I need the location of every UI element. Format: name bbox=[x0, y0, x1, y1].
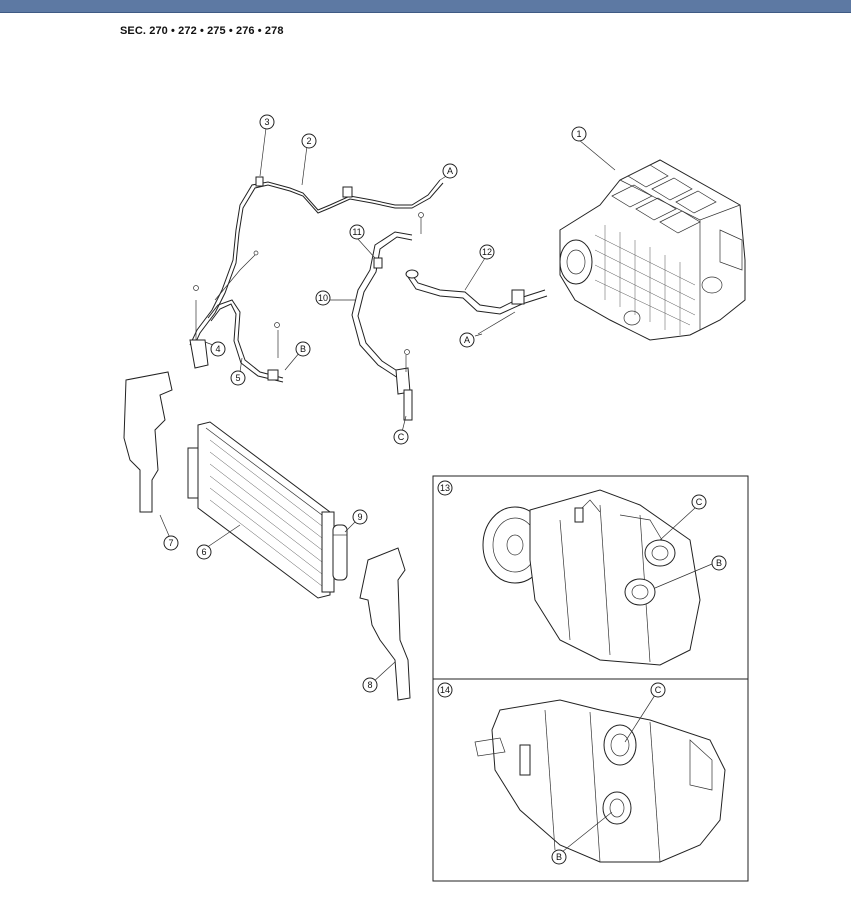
svg-text:5: 5 bbox=[235, 373, 240, 383]
callout-3: 3 bbox=[259, 114, 275, 130]
high-pressure-hose-10 bbox=[351, 212, 424, 421]
callout-5: 5 bbox=[230, 370, 246, 386]
inset-13-number: 13 bbox=[437, 480, 453, 496]
window-title-bar bbox=[0, 0, 851, 13]
flexible-hose-5 bbox=[189, 285, 284, 383]
low-pressure-pipe bbox=[189, 176, 444, 349]
callout-4: 4 bbox=[210, 341, 226, 357]
liquid-tank bbox=[332, 524, 348, 581]
svg-text:B: B bbox=[556, 852, 562, 862]
svg-text:4: 4 bbox=[215, 344, 220, 354]
callout-1: 1 bbox=[571, 126, 587, 142]
svg-text:3: 3 bbox=[264, 117, 269, 127]
air-guide-8 bbox=[359, 547, 411, 701]
inset-14-port-b: B bbox=[551, 849, 567, 865]
svg-text:B: B bbox=[300, 344, 306, 354]
svg-text:14: 14 bbox=[440, 685, 450, 695]
svg-text:C: C bbox=[655, 685, 662, 695]
callout-2: 2 bbox=[301, 133, 317, 149]
low-pressure-pipe-12 bbox=[405, 269, 548, 335]
svg-text:B: B bbox=[716, 558, 722, 568]
svg-text:8: 8 bbox=[367, 680, 372, 690]
heater-ac-unit bbox=[559, 159, 746, 341]
svg-text:11: 11 bbox=[352, 227, 361, 237]
callout-9: 9 bbox=[352, 509, 368, 525]
svg-text:C: C bbox=[696, 497, 703, 507]
callout-8: 8 bbox=[362, 677, 378, 693]
compressor-inset-14: 14 C B bbox=[432, 678, 749, 882]
callout-12: 12 bbox=[479, 244, 495, 260]
air-guide-7 bbox=[123, 371, 173, 513]
callout-b-hose: B bbox=[295, 341, 311, 357]
section-reference: SEC. 270 • 272 • 275 • 276 • 278 bbox=[120, 25, 284, 37]
svg-text:1: 1 bbox=[576, 129, 581, 139]
callout-11: 11 bbox=[349, 224, 365, 240]
svg-text:A: A bbox=[464, 335, 470, 345]
compressor-inset-13: 13 C B bbox=[432, 475, 749, 680]
condenser bbox=[187, 421, 335, 599]
callout-a-bottom: A bbox=[459, 332, 475, 348]
svg-text:6: 6 bbox=[201, 547, 206, 557]
callout-6: 6 bbox=[196, 544, 212, 560]
callout-7: 7 bbox=[163, 535, 179, 551]
svg-text:9: 9 bbox=[357, 512, 362, 522]
svg-text:C: C bbox=[398, 432, 405, 442]
svg-text:7: 7 bbox=[168, 538, 173, 548]
svg-text:A: A bbox=[447, 166, 453, 176]
inset-13-port-b: B bbox=[711, 555, 727, 571]
svg-text:2: 2 bbox=[306, 136, 311, 146]
callout-a-top: A bbox=[442, 163, 458, 179]
callout-10: 10 bbox=[315, 290, 331, 306]
svg-text:12: 12 bbox=[482, 247, 492, 257]
inset-14-number: 14 bbox=[437, 682, 453, 698]
svg-text:13: 13 bbox=[440, 483, 450, 493]
inset-14-port-c: C bbox=[650, 682, 666, 698]
svg-text:10: 10 bbox=[318, 293, 328, 303]
inset-13-port-c: C bbox=[691, 494, 707, 510]
callout-c-hose: C bbox=[393, 429, 409, 445]
